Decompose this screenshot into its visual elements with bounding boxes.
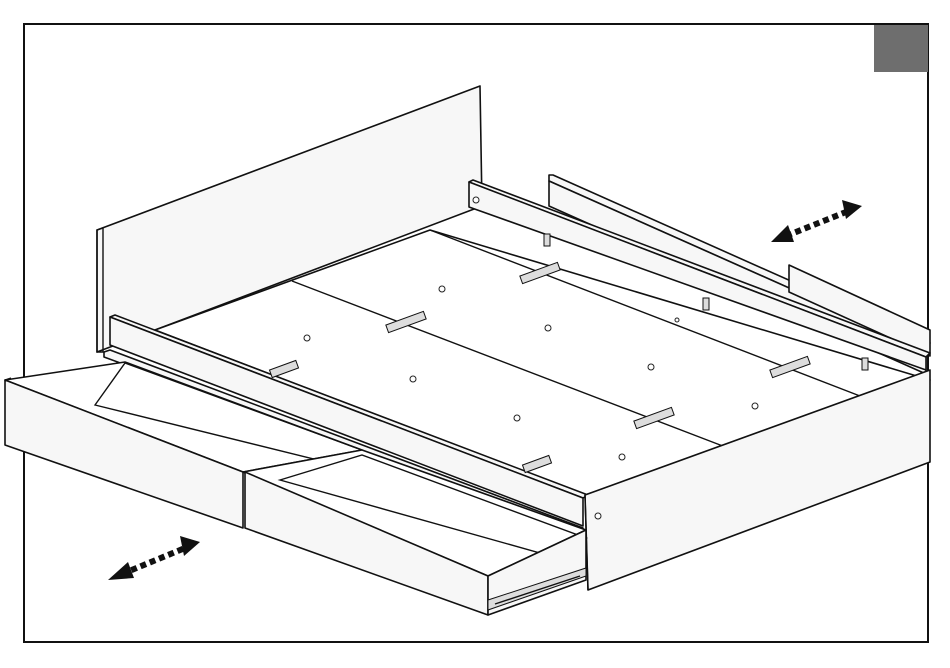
motion-arrow-rear bbox=[771, 200, 862, 242]
motion-arrow-drawer bbox=[108, 536, 200, 580]
